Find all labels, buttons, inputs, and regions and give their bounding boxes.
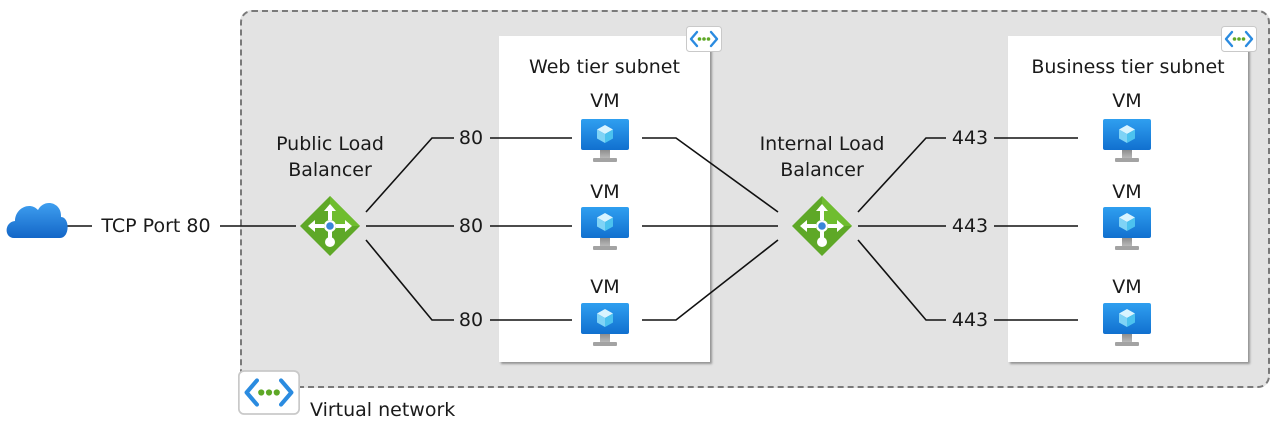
business-vm-3-icon (1103, 303, 1151, 346)
business-port-label-2: 443 (951, 215, 989, 237)
line-web-vm-3-to-internal-lb (642, 239, 779, 321)
business-vm-2-icon (1103, 207, 1151, 250)
business-port-label-1: 443 (951, 127, 989, 149)
web-port-label-2: 80 (458, 215, 484, 237)
internal-lb-label-line2: Balancer (780, 159, 864, 181)
virtual-network-icon (239, 371, 299, 414)
web-vm-1-label: VM (590, 90, 620, 112)
virtual-network-label: Virtual network (310, 399, 456, 421)
business-vm-3-label: VM (1112, 276, 1142, 298)
public-lb-label-line2: Balancer (288, 159, 372, 181)
line-internal-lb-to-port-1 (857, 137, 946, 213)
business-port-label-3: 443 (951, 309, 989, 331)
internet-port-label: TCP Port 80 (92, 215, 220, 237)
web-vm-2-icon (581, 207, 629, 250)
line-public-lb-to-port-1 (365, 137, 454, 213)
public-load-balancer-icon (300, 196, 360, 256)
public-lb-label-line1: Public Load (276, 133, 384, 155)
cloud-icon (6, 202, 68, 238)
web-port-label-1: 80 (458, 127, 484, 149)
internal-lb-label-line1: Internal Load (759, 133, 885, 155)
business-vm-1-label: VM (1112, 90, 1142, 112)
business-vm-2-label: VM (1112, 181, 1142, 203)
web-vm-1-icon (581, 119, 629, 162)
web-subnet-title: Web tier subnet (529, 56, 680, 78)
business-subnet-title: Business tier subnet (1031, 56, 1225, 78)
business-vm-1-icon (1103, 119, 1151, 162)
line-web-vm-1-to-internal-lb (642, 137, 779, 213)
web-vm-2-label: VM (590, 181, 620, 203)
web-port-label-3: 80 (458, 309, 484, 331)
business-subnet-icon (1221, 26, 1257, 52)
web-subnet-icon (686, 26, 722, 52)
internal-load-balancer-icon (792, 196, 852, 256)
web-vm-3-label: VM (590, 276, 620, 298)
line-public-lb-to-port-3 (365, 239, 454, 321)
line-internal-lb-to-port-3 (857, 239, 946, 321)
web-vm-3-icon (581, 303, 629, 346)
